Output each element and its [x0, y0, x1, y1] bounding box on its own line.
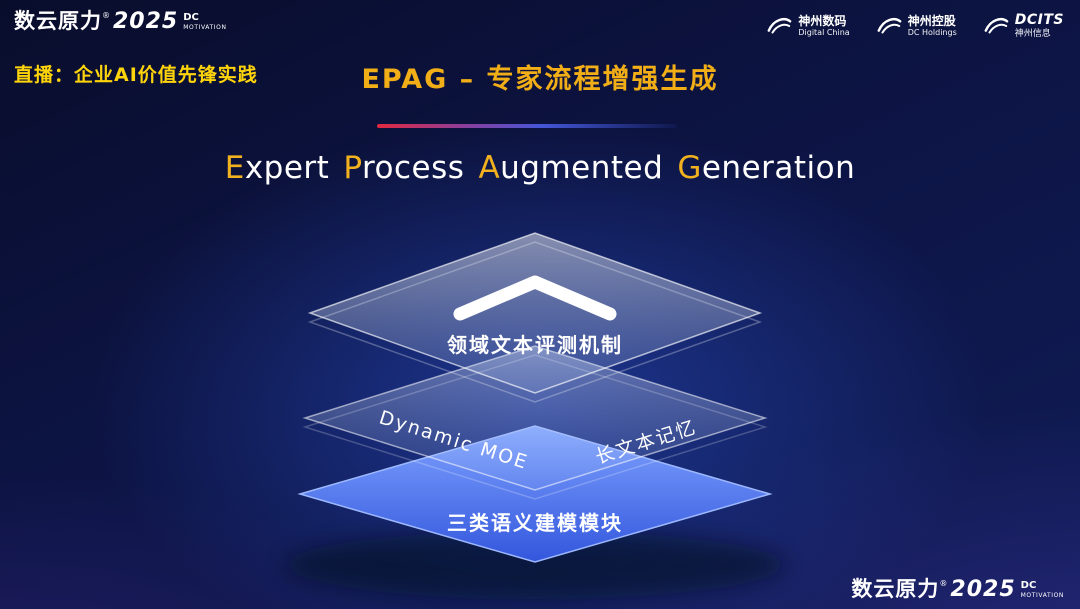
logo-text: 神州数码 Digital China	[798, 14, 849, 38]
brand-subtitle: DC MOTIVATION	[1020, 579, 1064, 599]
brand-subtitle: DC MOTIVATION	[183, 13, 226, 31]
bottom-layer-label: 三类语义建模模块	[447, 511, 623, 535]
logo-name-cn: 神州数码	[798, 13, 847, 28]
top-layer-label: 领域文本评测机制	[447, 333, 623, 357]
registered-mark: ®	[939, 578, 948, 588]
registered-mark: ®	[102, 11, 110, 20]
middle-layer-shape	[302, 345, 768, 491]
heading-word: Process	[343, 150, 464, 186]
brand-logo-top-left: 数云原力 ® 2025 DC MOTIVATION	[14, 9, 227, 34]
logo-name-cn: 神州信息	[1014, 28, 1051, 39]
heading-word-rest: xpert	[244, 150, 330, 186]
stack-shadow	[285, 531, 785, 599]
logo-digital-china: 神州数码 Digital China	[766, 13, 850, 39]
brand-year: 2025	[950, 576, 1016, 602]
heading-word-capital: G	[677, 150, 702, 186]
logo-text: 神州控股 DC Holdings	[908, 14, 957, 38]
heading-word-rest: ugmented	[500, 150, 664, 186]
heading-word: Augmented	[478, 150, 663, 186]
logo-name-en: Digital China	[798, 28, 850, 38]
logo-text: DCITS 神州信息	[1015, 12, 1064, 40]
partner-logos: 神州数码 Digital China 神州控股 DC Holdings DCIT…	[766, 12, 1064, 40]
logo-dc-holdings: 神州控股 DC Holdings	[876, 13, 957, 39]
swoosh-logo-icon	[767, 17, 792, 34]
page-title: EPAG – 专家流程增强生成	[361, 64, 719, 95]
brand-year: 2025	[113, 9, 179, 34]
heading-word-capital: A	[478, 150, 501, 186]
brand-name: 数云原力	[851, 576, 940, 601]
heading-word-rest: eneration	[701, 150, 856, 186]
heading-word: Expert	[225, 150, 330, 186]
heading-word-capital: E	[224, 150, 245, 186]
chevron-up-icon	[453, 275, 617, 321]
live-stream-label: 直播：企业AI价值先锋实践	[14, 64, 258, 86]
brand-sub-bottom: MOTIVATION	[1020, 591, 1064, 599]
logo-name-cn: 神州控股	[907, 13, 956, 28]
gradient-divider	[377, 124, 677, 128]
swoosh-logo-icon	[877, 17, 902, 34]
main-heading: Expert Process Augmented Generation	[0, 150, 1080, 186]
logo-name-en: DC Holdings	[907, 28, 957, 38]
logo-dcits: DCITS 神州信息	[983, 12, 1064, 40]
heading-word: Generation	[677, 150, 855, 186]
logo-name-en: DCITS	[1014, 12, 1064, 28]
top-layer-shape	[307, 232, 763, 394]
swoosh-logo-icon	[984, 17, 1009, 34]
brand-sub-top: DC	[183, 12, 199, 23]
heading-word-rest: rocess	[361, 150, 465, 186]
brand-logo-bottom-right: 数云原力 ® 2025 DC MOTIVATION	[851, 576, 1064, 602]
heading-word-capital: P	[343, 150, 362, 186]
brand-name: 数云原力	[14, 9, 102, 33]
brand-sub-top: DC	[1020, 579, 1037, 591]
brand-sub-bottom: MOTIVATION	[183, 24, 227, 31]
